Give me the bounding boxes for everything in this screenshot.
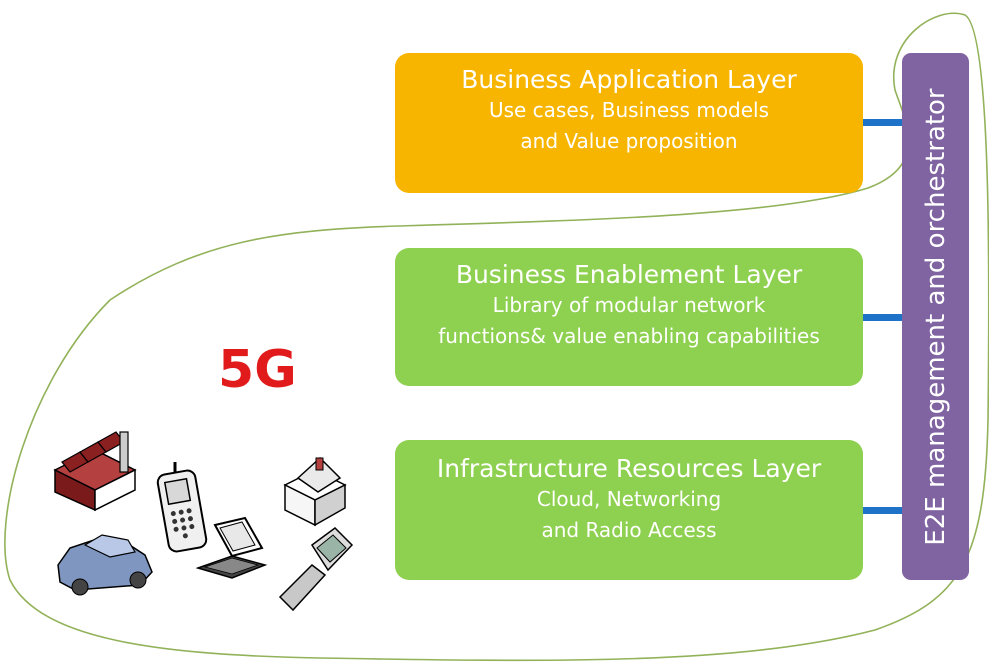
laptop-icon bbox=[195, 516, 268, 579]
business-enablement-layer: Business Enablement Layer Library of mod… bbox=[395, 248, 863, 386]
e2e-orchestrator-bar: E2E management and orchestrator bbox=[902, 53, 969, 580]
flip-phone-icon bbox=[278, 527, 354, 612]
layer-line: Cloud, Networking bbox=[536, 487, 722, 511]
system-boundary-curve bbox=[4, 12, 989, 662]
infrastructure-resources-layer: Infrastructure Resources Layer Cloud, Ne… bbox=[395, 440, 863, 580]
connector-business-application bbox=[863, 119, 905, 126]
layer-line: Use cases, Business models bbox=[488, 98, 770, 122]
factory-icon bbox=[53, 431, 137, 512]
layer-line: and Value proposition bbox=[520, 129, 738, 153]
car-icon bbox=[57, 534, 153, 596]
layer-title: Business Enablement Layer bbox=[455, 260, 803, 289]
mobile-phone-icon bbox=[156, 462, 208, 553]
label-5g: 5G bbox=[218, 340, 297, 400]
layer-title: Business Application Layer bbox=[461, 65, 797, 94]
business-application-layer: Business Application Layer Use cases, Bu… bbox=[395, 53, 863, 193]
layer-line: and Radio Access bbox=[541, 518, 717, 542]
connector-business-enablement bbox=[863, 314, 905, 321]
connector-infrastructure bbox=[863, 507, 905, 514]
house-icon bbox=[283, 456, 347, 527]
layer-title: Infrastructure Resources Layer bbox=[436, 454, 822, 483]
orchestrator-label: E2E management and orchestrator bbox=[920, 87, 951, 546]
layer-line: functions& value enabling capabilities bbox=[438, 324, 820, 348]
layer-line: Library of modular network bbox=[492, 293, 766, 317]
